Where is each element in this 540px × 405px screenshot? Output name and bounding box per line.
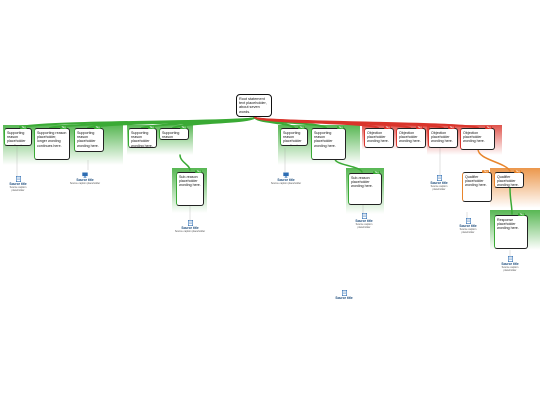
source-reference[interactable]: Source title Source caption placeholder bbox=[424, 175, 454, 191]
support-claim[interactable]: Supporting reason placeholder wording he… bbox=[4, 128, 32, 146]
claim-tag: Tag bbox=[416, 126, 424, 129]
qualify-claim[interactable]: Qualifier placeholder wording here. bbox=[462, 172, 492, 202]
source-reference[interactable]: Source title Source caption placeholder bbox=[30, 172, 140, 185]
support-claim[interactable]: Supporting reason placeholder wording. bbox=[159, 128, 189, 140]
source-reference[interactable]: Source title bbox=[330, 290, 358, 300]
claim-tag: Tag bbox=[514, 170, 522, 173]
monitor-icon bbox=[82, 172, 88, 178]
document-icon bbox=[15, 176, 21, 182]
support-subclaim[interactable]: Response placeholder wording here. bbox=[494, 215, 528, 249]
source-reference[interactable]: Source title Source caption placeholder bbox=[454, 218, 482, 234]
claim-tag: Tag bbox=[20, 126, 28, 129]
root-claim-text: Root statement text placeholder, about s… bbox=[239, 96, 267, 114]
source-reference[interactable]: Source title Source caption placeholder bbox=[4, 176, 32, 192]
document-icon bbox=[361, 213, 367, 219]
claim-tag: Tag bbox=[384, 126, 392, 129]
support-claim[interactable]: Supporting reason placeholder wording he… bbox=[280, 128, 308, 146]
claim-tag: Tag bbox=[195, 170, 203, 173]
support-claim[interactable]: Supporting reason placeholder wording he… bbox=[311, 128, 346, 160]
claim-tag: Tag bbox=[60, 126, 68, 129]
qualify-claim[interactable]: Qualifier placeholder wording here. bbox=[494, 172, 524, 188]
source-reference[interactable]: Source title Source caption placeholder bbox=[350, 213, 378, 229]
document-icon bbox=[341, 290, 347, 296]
support-subclaim[interactable]: Sub-reason placeholder wording here. bbox=[176, 172, 204, 206]
claim-tag: Tag bbox=[94, 126, 102, 129]
support-claim[interactable]: Supporting reason placeholder wording he… bbox=[128, 128, 157, 148]
support-subclaim[interactable]: Sub-reason placeholder wording here. bbox=[348, 173, 382, 205]
claim-tag: Tag bbox=[148, 126, 156, 129]
qualify-connector bbox=[477, 148, 511, 172]
document-icon bbox=[436, 175, 442, 181]
oppose-connector bbox=[254, 116, 479, 129]
claim-tag: Tag bbox=[482, 170, 490, 173]
oppose-claim[interactable]: Objection placeholder wording here. bbox=[364, 128, 394, 148]
support-claim[interactable]: Supporting reason placeholder wording he… bbox=[74, 128, 104, 152]
support-connector bbox=[334, 158, 363, 173]
source-reference[interactable]: Source title Source caption placeholder bbox=[496, 256, 524, 272]
oppose-claim[interactable]: Objection placeholder wording here. bbox=[396, 128, 426, 148]
claim-tag: Tag bbox=[298, 126, 306, 129]
claim-tag: Tag bbox=[180, 126, 188, 129]
document-icon bbox=[465, 218, 471, 224]
source-reference[interactable]: Source title Source caption placeholder bbox=[174, 220, 206, 233]
claim-tag: Tag bbox=[448, 126, 456, 129]
document-icon bbox=[187, 220, 193, 226]
document-icon bbox=[507, 256, 513, 262]
support-connector bbox=[172, 116, 256, 129]
claim-tag: Tag bbox=[485, 126, 493, 129]
oppose-claim[interactable]: Objection placeholder wording here. bbox=[428, 128, 458, 148]
monitor-icon bbox=[283, 172, 289, 178]
oppose-claim[interactable]: Objection placeholder wording here. bbox=[460, 128, 495, 150]
support-claim[interactable]: Supporting reason placeholder, longer wo… bbox=[34, 128, 70, 160]
claim-tag: Tag bbox=[373, 171, 381, 174]
source-reference[interactable]: Source title Source caption placeholder bbox=[230, 172, 342, 185]
claim-tag: Tag bbox=[518, 213, 526, 216]
support-connector bbox=[179, 154, 191, 171]
support-connector bbox=[509, 187, 513, 215]
claim-tag: Tag bbox=[337, 126, 345, 129]
root-claim[interactable]: Root statement text placeholder, about s… bbox=[236, 94, 272, 117]
